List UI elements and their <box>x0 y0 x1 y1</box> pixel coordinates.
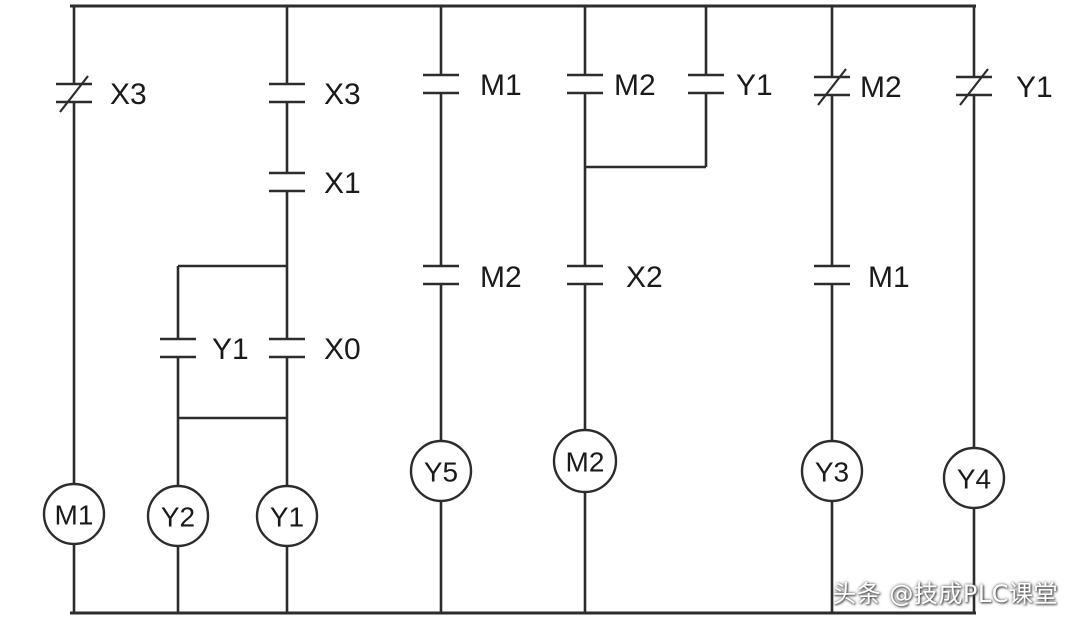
label-m1-y3: M1 <box>868 261 910 294</box>
coil-m2: M2 <box>552 428 618 494</box>
coil-m1: M1 <box>42 482 106 546</box>
label-x3-nc: X3 <box>110 78 147 111</box>
contact-no-m2-self: M2 <box>567 69 656 102</box>
label-x3-no: X3 <box>324 78 361 111</box>
coil-m1-label: M1 <box>55 500 94 531</box>
coil-y3: Y3 <box>800 439 864 503</box>
coil-y4-label: Y4 <box>957 464 991 495</box>
label-x2: X2 <box>626 261 663 294</box>
branch-4: M2 Y1 X2 M2 <box>552 6 773 613</box>
contact-no-m1: M1 <box>423 69 522 102</box>
coil-y5-label: Y5 <box>424 457 458 488</box>
branch-1: X3 M1 <box>42 6 147 613</box>
contact-no-x0: X0 <box>269 333 361 366</box>
branch-2: X3 X1 Y1 X0 Y2 Y1 <box>146 6 361 613</box>
branch-3: M1 M2 Y5 <box>409 6 522 613</box>
branch-6: Y1 Y4 <box>942 6 1053 613</box>
contact-nc-m2: M2 <box>814 68 902 106</box>
contact-no-y1: Y1 <box>160 333 249 366</box>
coil-y2: Y2 <box>146 484 210 548</box>
contact-no-y1-parallel: Y1 <box>688 69 773 102</box>
label-x0: X0 <box>324 333 361 366</box>
watermark-text: 头条 @技成PLC课堂 <box>832 580 1058 608</box>
label-m1-contact: M1 <box>480 69 522 102</box>
contact-nc-x3: X3 <box>56 75 147 113</box>
contact-no-x2: X2 <box>567 261 663 294</box>
coil-y4: Y4 <box>942 446 1006 510</box>
label-y1-contact: Y1 <box>212 333 249 366</box>
label-x1: X1 <box>324 167 361 200</box>
label-m2-nc: M2 <box>860 71 902 104</box>
label-m2-self: M2 <box>614 69 656 102</box>
contact-no-x3: X3 <box>269 78 361 111</box>
coil-m2-label: M2 <box>566 447 605 478</box>
label-m2-series: M2 <box>480 261 522 294</box>
contact-no-m1-y3: M1 <box>814 261 910 294</box>
contact-nc-y1: Y1 <box>956 68 1053 106</box>
branch-5: M2 M1 Y3 <box>800 6 910 613</box>
label-y1-parallel: Y1 <box>736 69 773 102</box>
contact-no-x1: X1 <box>269 167 361 200</box>
coil-y5: Y5 <box>409 439 473 503</box>
coil-y2-label: Y2 <box>161 502 195 533</box>
coil-y3-label: Y3 <box>815 457 849 488</box>
contact-no-m2-series: M2 <box>423 261 522 294</box>
coil-y1-label: Y1 <box>270 502 304 533</box>
coil-y1: Y1 <box>255 484 319 548</box>
label-y1-nc: Y1 <box>1016 71 1053 104</box>
